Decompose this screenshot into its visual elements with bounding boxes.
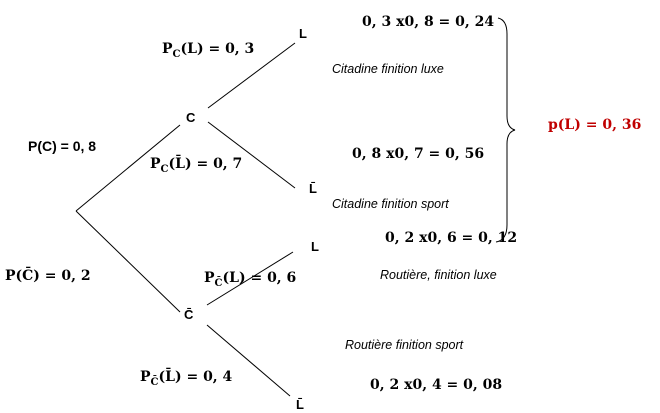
branch-c-bar-to-l-bar [206, 324, 291, 397]
prob-pc-l-sub: C [172, 48, 181, 60]
branch-root-to-c [75, 124, 181, 212]
prob-pcbar-l: PC̄(L) = 0, 6 [204, 271, 296, 289]
node-l-bottom: L [311, 239, 319, 254]
node-l-bar-bottom: L̄ [296, 397, 304, 412]
node-l-top: L [299, 26, 307, 41]
prob-pc-lbar-sub: C [160, 163, 169, 175]
prob-pcbar-lbar-p: P [140, 369, 151, 385]
prob-pc-lbar-p: P [150, 156, 161, 172]
prob-pc-lbar: PC(L̄) = 0, 7 [150, 157, 242, 175]
right-brace [495, 17, 516, 243]
note-citadine-sport: Citadine finition sport [332, 197, 449, 211]
product-3: 0, 2 x0, 6 = 0, 12 [385, 230, 518, 246]
prob-pcbar-lbar-rest: (L̄) = 0, 4 [158, 369, 233, 385]
note-citadine-luxe: Citadine finition luxe [332, 62, 444, 76]
prob-pcbar-l-sub: C̄ [214, 277, 223, 289]
node-c: C [186, 110, 196, 125]
result-p-l: p(L) = 0, 36 [548, 117, 642, 133]
prob-pcbar-lbar: PC̄(L̄) = 0, 4 [140, 370, 232, 388]
product-1: 0, 3 x0, 8 = 0, 24 [362, 14, 495, 30]
product-4: 0, 2 x0, 4 = 0, 08 [370, 377, 503, 393]
prob-pcbar-l-p: P [204, 270, 215, 286]
prob-pc-l-p: P [162, 41, 173, 57]
note-routiere-luxe: Routière, finition luxe [380, 268, 497, 282]
node-l-bar-top: L̄ [309, 181, 317, 196]
node-c-bar: C̄ [184, 307, 194, 322]
prob-p-c-bar: P(C̄) = 0, 2 [5, 268, 91, 284]
prob-pcbar-l-rest: (L) = 0, 6 [222, 270, 297, 286]
prob-pc-l: PC(L) = 0, 3 [162, 42, 254, 60]
prob-pc-l-rest: (L) = 0, 3 [180, 41, 255, 57]
branch-c-to-l-bar [207, 121, 296, 189]
branch-c-bar-to-l [206, 251, 294, 306]
prob-pc-lbar-rest: (L̄) = 0, 7 [168, 156, 243, 172]
note-routiere-sport: Routière finition sport [345, 338, 464, 352]
product-2: 0, 8 x0, 7 = 0, 56 [352, 146, 485, 162]
prob-p-c: P(C) = 0, 8 [28, 138, 97, 154]
branch-c-to-l [207, 42, 296, 109]
prob-pcbar-lbar-sub: C̄ [150, 376, 159, 388]
branch-root-to-c-bar [75, 210, 181, 313]
